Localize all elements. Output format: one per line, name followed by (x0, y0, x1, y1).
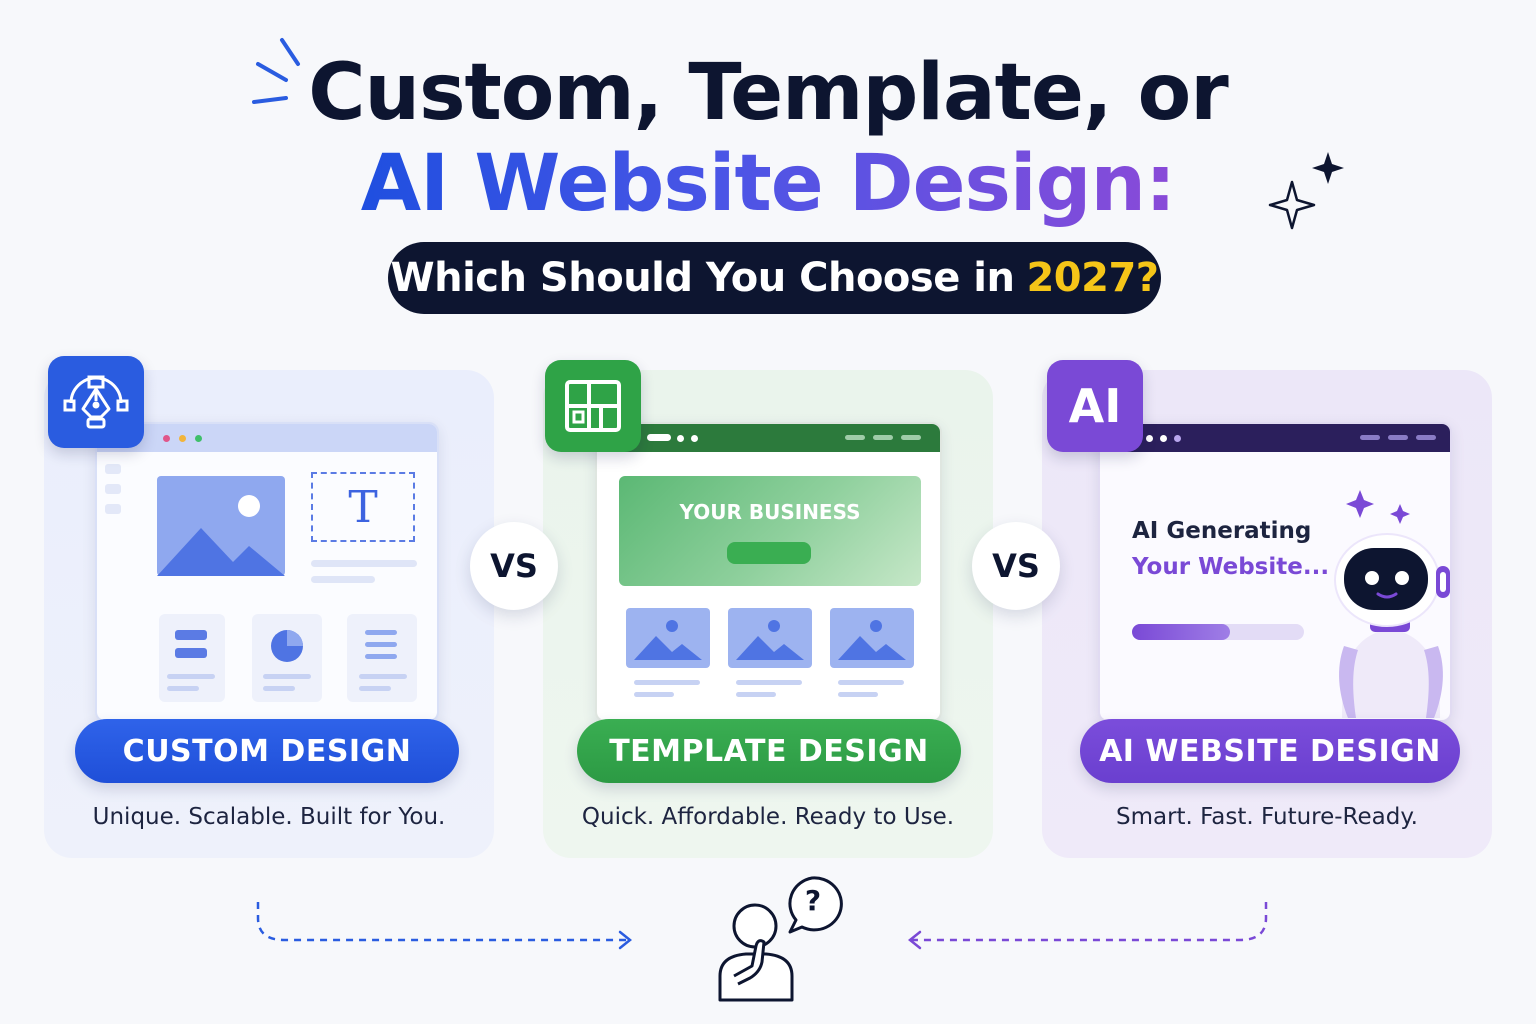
hero-cta-button (727, 542, 811, 564)
subtitle-year: 2027 (1026, 255, 1136, 301)
hero-banner: YOUR BUSINESS (619, 476, 921, 586)
ai-website-design-label: AI WEBSITE DESIGN (1080, 719, 1460, 783)
ai-generating-label: AI Generating (1132, 518, 1312, 544)
ai-website-design-tagline: Smart. Fast. Future-Ready. (1115, 804, 1418, 830)
layout-grid-badge (545, 360, 641, 452)
text-box-placeholder: T (311, 472, 415, 542)
hero-banner-text: YOUR BUSINESS (679, 500, 861, 524)
ai-badge: AI (1047, 360, 1143, 452)
template-browser-mockup: YOUR BUSINESS (595, 422, 942, 722)
custom-design-label: CUSTOM DESIGN (75, 719, 459, 783)
vs-badge-2: VS (972, 522, 1060, 610)
pen-tool-icon (63, 375, 129, 429)
sparkle-icon (1268, 152, 1344, 230)
image-placeholder-icon (830, 608, 914, 668)
layout-grid-icon (565, 380, 621, 432)
subtitle-question-mark: ? (1135, 255, 1159, 301)
subtitle-pill: Which Should You Choose in 2027? (388, 242, 1161, 314)
progress-bar-fill (1132, 624, 1231, 640)
pen-tool-badge (48, 356, 144, 448)
dashed-arrow-left-icon (907, 902, 1268, 950)
image-placeholder-icon (626, 608, 710, 668)
custom-browser-mockup: T (95, 422, 439, 722)
question-bubble-mark: ? (804, 884, 822, 917)
ai-generating-sublabel: Your Website... (1132, 554, 1330, 580)
progress-bar-track (1132, 624, 1304, 640)
thinking-person-icon (718, 876, 843, 1002)
template-design-label: TEMPLATE DESIGN (577, 719, 961, 783)
subtitle-text: Which Should You Choose in (390, 255, 1015, 301)
image-placeholder-icon (728, 608, 812, 668)
headline-line-2: AI Website Design: (360, 139, 1176, 229)
template-design-tagline: Quick. Affordable. Ready to Use. (581, 804, 955, 830)
ai-badge-text: AI (1068, 379, 1122, 433)
custom-design-tagline: Unique. Scalable. Built for You. (92, 804, 446, 830)
vs-badge-1: VS (470, 522, 558, 610)
dashed-arrow-right-icon (256, 902, 633, 950)
headline-line-1: Custom, Template, or (308, 48, 1228, 138)
image-placeholder-icon (157, 476, 285, 576)
browser-bar (97, 424, 437, 452)
browser-bar (1100, 424, 1450, 452)
browser-bar (597, 424, 940, 452)
pie-chart-icon (271, 630, 303, 662)
robot-assistant-icon (1334, 490, 1450, 718)
spark-lines-icon (252, 38, 300, 104)
